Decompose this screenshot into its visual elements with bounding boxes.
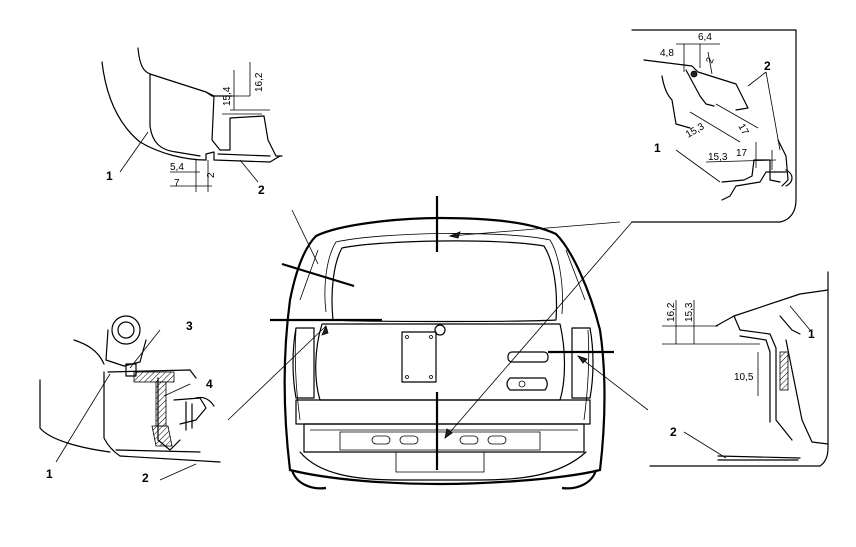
dim-15-3-a: 15,3 — [684, 121, 707, 140]
leader-tl-1 — [119, 131, 149, 173]
detail-bottom-right: 16,2 15,3 10,5 1 2 — [649, 271, 829, 467]
section-line-left-upper — [281, 262, 355, 288]
callout-1: 1 — [654, 141, 661, 155]
leader-bl-3 — [129, 329, 161, 369]
dim-15-3-b: 15,3 — [708, 152, 728, 163]
detail-top-left: 15,4 16,2 5,4 7 2 1 2 — [101, 47, 283, 197]
leader-tr-2b — [765, 71, 781, 151]
leader-bl-4 — [163, 383, 191, 397]
dim-4-8: 4,8 — [660, 48, 674, 59]
leader-br-2 — [683, 431, 727, 459]
leader-bl-2 — [159, 463, 197, 481]
dim-15-3: 15,3 — [684, 302, 695, 322]
callout-2: 2 — [258, 183, 265, 197]
leader-bottom-right — [577, 355, 649, 411]
leader-top-left — [291, 209, 319, 265]
leader-tr-2a — [747, 71, 767, 87]
dim-17-a: 17 — [735, 122, 750, 138]
dim-10-5: 10,5 — [734, 372, 754, 383]
dim-17-b: 17 — [736, 148, 748, 159]
dim-tr-2: 2 — [704, 56, 716, 65]
callout-4: 4 — [206, 377, 213, 391]
dim-5-4: 5,4 — [170, 162, 184, 173]
leader-tl-2 — [239, 159, 259, 183]
leader-top-right-b — [444, 221, 633, 439]
detail-bottom-left: 3 4 1 2 — [39, 315, 221, 485]
dim-6-4: 6,4 — [698, 32, 712, 43]
leader-bottom-left — [227, 325, 327, 421]
callout-1: 1 — [106, 169, 113, 183]
dim-15-4: 15,4 — [222, 86, 233, 106]
leader-tr-1 — [675, 149, 721, 183]
callout-2: 2 — [142, 471, 149, 485]
vehicle-rear-view — [227, 196, 649, 490]
detail-top-right: 4,8 6,4 2 15,3 17 15,3 17 2 1 — [631, 29, 797, 223]
callout-1: 1 — [808, 327, 815, 341]
callout-2: 2 — [670, 425, 677, 439]
dim-2: 2 — [206, 172, 217, 178]
leader-top-right-a — [449, 221, 621, 237]
dim-16-2: 16,2 — [666, 302, 677, 322]
dim-16-2: 16,2 — [254, 72, 265, 92]
leader-bl-1 — [55, 373, 111, 463]
callout-2: 2 — [764, 59, 771, 73]
callout-3: 3 — [186, 319, 193, 333]
callout-1: 1 — [46, 467, 53, 481]
dim-7: 7 — [174, 178, 180, 189]
leader-br-1 — [789, 305, 811, 331]
